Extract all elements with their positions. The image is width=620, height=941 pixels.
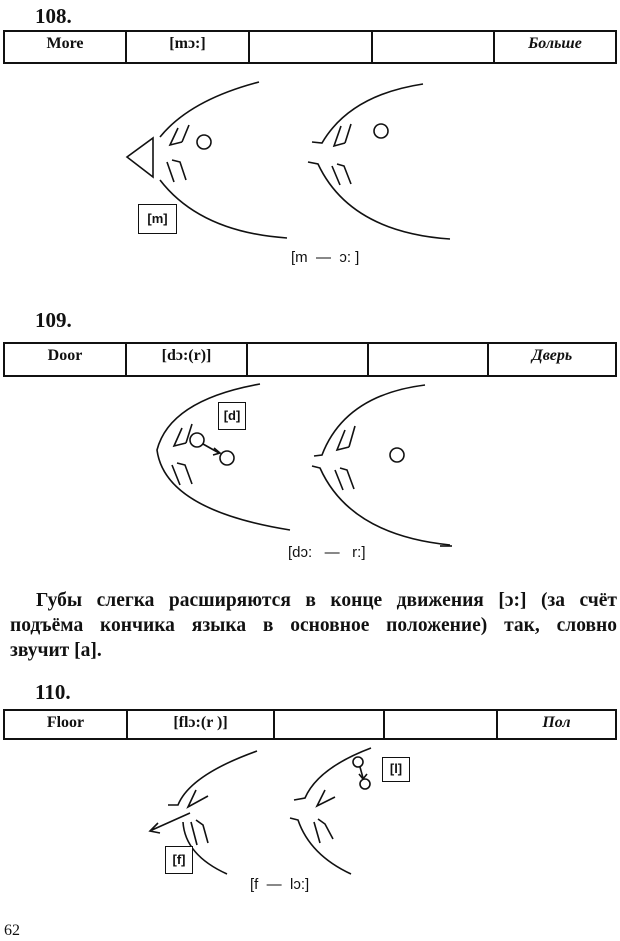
cell-empty <box>373 32 495 62</box>
lips-triangle-icon <box>125 136 154 179</box>
cell-empty <box>275 711 385 738</box>
tongue-circle-icon <box>373 123 389 139</box>
sound-box-m: [m] <box>138 204 177 234</box>
cell-empty <box>250 32 373 62</box>
cell-transcription: [flɔ:(r )] <box>128 711 275 738</box>
paragraph-line: звучит [a]. <box>10 640 102 661</box>
sound-box-d: [d] <box>218 402 246 430</box>
cell-transcription: [dɔ:(r)] <box>127 344 248 375</box>
tongue-circle-icon <box>196 134 212 150</box>
page-number: 62 <box>4 922 20 939</box>
cell-translation: Дверь <box>531 347 573 364</box>
exercise-number-110: 110. <box>35 680 71 704</box>
arrow-icon <box>148 812 191 834</box>
sound-box-l: [l] <box>382 757 410 782</box>
cell-empty <box>385 711 498 738</box>
paragraph-line: подъёма кончика языка в основное положен… <box>10 615 617 636</box>
mouth-diagram-109-d <box>156 383 291 531</box>
cell-transcription: [mɔ:] <box>127 32 250 62</box>
cell-empty <box>369 344 489 375</box>
cell-word: More <box>5 32 127 62</box>
mouth-diagram-110-l <box>289 747 372 875</box>
word-table-108: More [mɔ:] Больше <box>3 30 617 64</box>
mouth-diagram-109-r <box>311 384 452 547</box>
exercise-number-109: 109. <box>35 308 72 332</box>
exercise-number-108: 108. <box>35 4 72 28</box>
cell-word: Floor <box>5 711 128 738</box>
paragraph-line: Губы слегка расширяются в конце движения… <box>36 590 617 611</box>
cell-word: Door <box>5 344 127 375</box>
transcription-108: [m — ɔ: ] <box>291 249 360 266</box>
explanation-paragraph: Губы слегка расширяются в конце движения… <box>10 588 617 663</box>
mouth-diagram-108-closed <box>125 81 288 239</box>
cell-empty <box>248 344 369 375</box>
sound-box-f: [f] <box>165 846 193 874</box>
arrow-icon <box>202 443 222 456</box>
arrow-icon <box>358 766 368 781</box>
cell-translation: Больше <box>528 35 582 52</box>
word-table-109: Door [dɔ:(r)] Дверь <box>3 342 617 377</box>
word-table-110: Floor [flɔ:(r )] Пол <box>3 709 617 740</box>
transcription-109: [dɔ: — r:] <box>288 544 366 561</box>
cell-translation: Пол <box>542 714 571 731</box>
transcription-110: [f — lɔ:] <box>250 876 310 893</box>
mouth-diagram-110-f <box>148 750 258 875</box>
mouth-diagram-108-open <box>307 83 451 240</box>
